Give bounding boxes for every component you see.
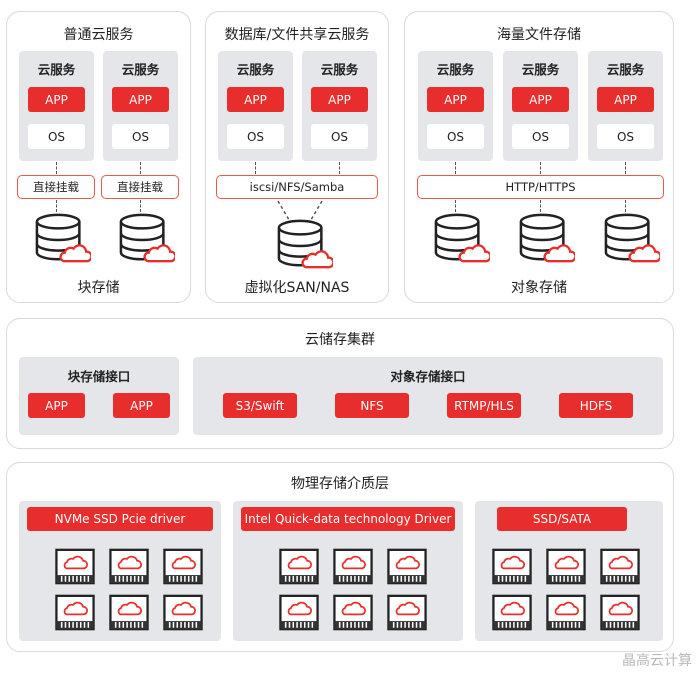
os-box: OS — [28, 124, 85, 149]
os-box: OS — [311, 124, 368, 149]
panel-title: 云储存集群 — [305, 332, 375, 348]
cloud-drive-icon — [333, 548, 373, 585]
watermark: 晶高云计算 — [622, 653, 692, 669]
connector-line — [56, 162, 57, 174]
cloud-drive-icon — [55, 594, 95, 631]
cloud-vm-card: 云服务 APP OS — [503, 51, 578, 161]
cloud-vm-card: 云服务 APP OS — [418, 51, 493, 161]
panel-title: 海量文件存储 — [497, 27, 581, 43]
app-box: APP — [28, 87, 85, 112]
cloud-drive-icon — [333, 594, 373, 631]
vm-label: 云服务 — [121, 62, 160, 77]
vm-label: 云服务 — [606, 62, 645, 77]
connector-line — [255, 162, 256, 174]
connector-lines — [277, 200, 323, 226]
cloud-drive-icon — [279, 594, 319, 631]
panel-mass-file-storage: 海量文件存储 云服务 APP OS 云服务 APP OS 云服务 APP OS … — [404, 11, 674, 303]
cloud-drive-icon — [109, 548, 149, 585]
vm-label: 云服务 — [436, 62, 475, 77]
group-title: 对象存储接口 — [390, 369, 466, 384]
driver-group: NVMe SSD Pcie driver — [19, 501, 221, 641]
cloud-vm-card: 云服务 APP OS — [103, 51, 178, 161]
driver-group: Intel Quick-data technology Driver — [233, 501, 463, 641]
database-cloud-icon — [275, 219, 333, 273]
app-box: APP — [113, 393, 170, 418]
os-box: OS — [512, 124, 569, 149]
connector-line — [455, 200, 456, 212]
database-cloud-icon — [602, 213, 660, 267]
cloud-drive-icon — [387, 548, 427, 585]
cloud-drive-icon — [546, 548, 586, 585]
protocol-chip: HDFS — [559, 393, 633, 418]
cloud-drive-icon — [55, 548, 95, 585]
panel-storage-cluster: 云储存集群 块存储接口 APP APP 对象存储接口 S3/Swift NFS … — [6, 318, 674, 449]
panel-caption: 对象存储 — [511, 280, 567, 296]
os-box: OS — [427, 124, 484, 149]
protocol-bar: HTTP/HTTPS — [417, 175, 664, 199]
mount-label: 直接挂载 — [17, 175, 95, 199]
panel-caption: 虚拟化SAN/NAS — [244, 280, 350, 296]
cloud-drive-icon — [163, 594, 203, 631]
protocol-chip: NFS — [335, 393, 409, 418]
connector-line — [339, 162, 340, 174]
vm-label: 云服务 — [521, 62, 560, 77]
connector-line — [540, 162, 541, 174]
connector-line — [625, 162, 626, 174]
block-interface-group: 块存储接口 APP APP — [19, 357, 179, 435]
cloud-drive-icon — [492, 548, 532, 585]
app-box: APP — [112, 87, 169, 112]
panel-title: 物理存储介质层 — [291, 476, 389, 492]
vm-label: 云服务 — [320, 62, 359, 77]
connector-line — [140, 200, 141, 212]
database-cloud-icon — [117, 213, 175, 267]
app-box: APP — [427, 87, 484, 112]
cloud-drive-icon — [109, 594, 149, 631]
object-interface-group: 对象存储接口 S3/Swift NFS RTMP/HLS HDFS — [193, 357, 663, 435]
vm-label: 云服务 — [236, 62, 275, 77]
cloud-drive-icon — [546, 594, 586, 631]
database-cloud-icon — [33, 213, 91, 267]
driver-label: Intel Quick-data technology Driver — [241, 507, 455, 531]
panel-regular-cloud: 普通云服务 云服务 APP OS 云服务 APP OS 直接挂载 直接挂载 块存… — [6, 11, 191, 303]
mount-label: 直接挂载 — [101, 175, 179, 199]
cloud-drive-icon — [600, 548, 640, 585]
app-box: APP — [227, 87, 284, 112]
cloud-drive-icon — [492, 594, 532, 631]
cloud-drive-icon — [387, 594, 427, 631]
panel-title: 数据库/文件共享云服务 — [224, 27, 370, 43]
driver-label: NVMe SSD Pcie driver — [27, 507, 213, 531]
os-box: OS — [597, 124, 654, 149]
connector-line — [140, 162, 141, 174]
vm-label: 云服务 — [37, 62, 76, 77]
protocol-bar: iscsi/NFS/Samba — [216, 175, 378, 199]
app-box: APP — [597, 87, 654, 112]
database-cloud-icon — [517, 213, 575, 267]
panel-db-file-share: 数据库/文件共享云服务 云服务 APP OS 云服务 APP OS iscsi/… — [205, 11, 389, 303]
cloud-vm-card: 云服务 APP OS — [218, 51, 293, 161]
connector-line — [56, 200, 57, 212]
cloud-vm-card: 云服务 APP OS — [19, 51, 94, 161]
database-cloud-icon — [432, 213, 490, 267]
cloud-drive-icon — [600, 594, 640, 631]
cloud-drive-icon — [163, 548, 203, 585]
app-box: APP — [28, 393, 85, 418]
protocol-chip: RTMP/HLS — [447, 393, 521, 418]
cloud-vm-card: 云服务 APP OS — [588, 51, 663, 161]
group-title: 块存储接口 — [67, 369, 131, 384]
cloud-vm-card: 云服务 APP OS — [302, 51, 377, 161]
cloud-drive-icon — [279, 548, 319, 585]
connector-line — [625, 200, 626, 212]
connector-line — [455, 162, 456, 174]
panel-caption: 块存储 — [77, 280, 120, 296]
app-box: APP — [512, 87, 569, 112]
os-box: OS — [112, 124, 169, 149]
driver-label: SSD/SATA — [497, 507, 627, 531]
driver-group: SSD/SATA — [475, 501, 663, 641]
app-box: APP — [311, 87, 368, 112]
panel-physical-layer: 物理存储介质层 NVMe SSD Pcie driver Intel Quick… — [6, 462, 674, 652]
os-box: OS — [227, 124, 284, 149]
connector-line — [540, 200, 541, 212]
panel-title: 普通云服务 — [63, 27, 134, 43]
protocol-chip: S3/Swift — [223, 393, 297, 418]
